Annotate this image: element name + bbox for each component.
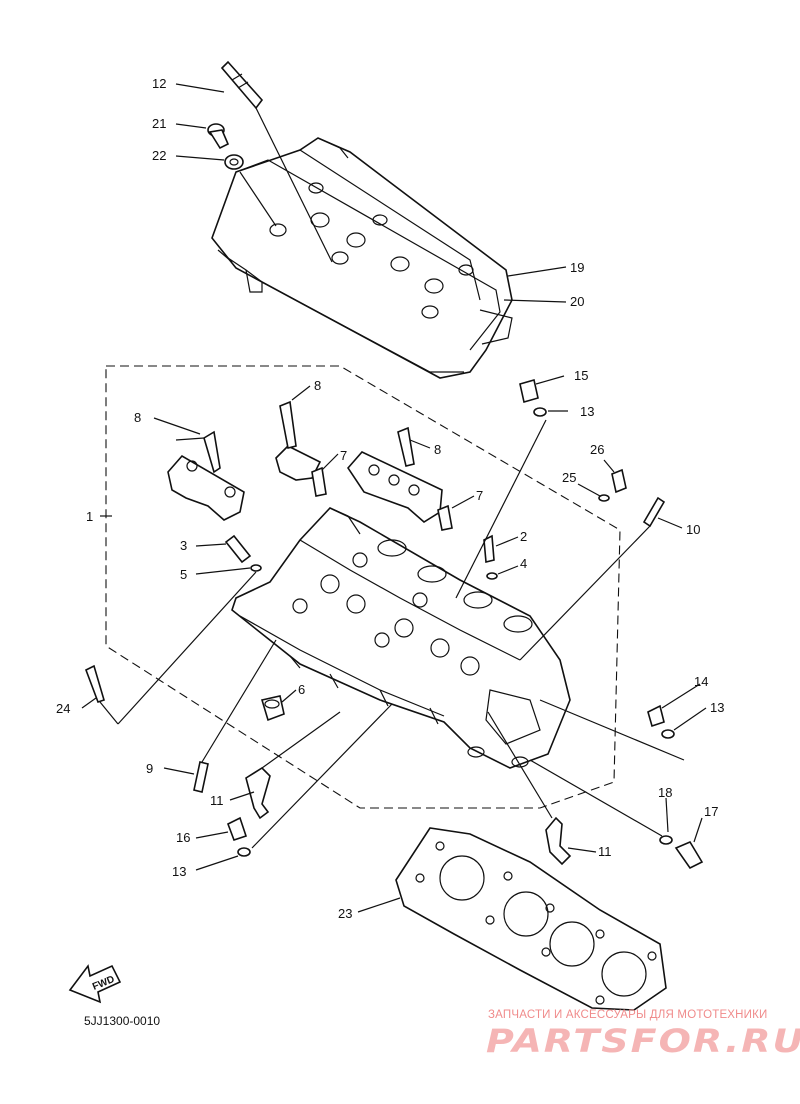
banjo-bolt bbox=[598, 468, 627, 502]
callout-7-right: 7 bbox=[476, 488, 483, 503]
callout-14: 14 bbox=[694, 674, 708, 689]
dowel-pin-right bbox=[539, 699, 685, 761]
spark-plug bbox=[220, 60, 333, 263]
water-fitting-left bbox=[245, 711, 341, 820]
callout-25: 25 bbox=[562, 470, 576, 485]
callout-8-left: 8 bbox=[134, 410, 141, 425]
head-assembly-boundary bbox=[105, 365, 621, 809]
lower-stud bbox=[193, 639, 277, 793]
callout-11-right: 11 bbox=[598, 844, 612, 859]
dowel-pin-bottom bbox=[226, 703, 393, 857]
callout-22: 22 bbox=[152, 148, 166, 163]
callout-23: 23 bbox=[338, 906, 352, 921]
callout-8-right: 8 bbox=[434, 442, 441, 457]
callout-numbers: 12 21 22 19 20 1 8 8 8 7 7 3 5 2 4 6 15 … bbox=[56, 76, 724, 921]
head-cap bbox=[260, 695, 285, 722]
fwd-arrow-icon: FWD bbox=[68, 964, 122, 1004]
cylinder-head-cover bbox=[211, 137, 513, 379]
cover-grommet bbox=[224, 154, 277, 227]
callout-16: 16 bbox=[176, 830, 190, 845]
callout-17: 17 bbox=[704, 804, 718, 819]
watermark-brand: PARTSFOR.RU bbox=[486, 1022, 800, 1060]
camshaft-cap-middle bbox=[275, 400, 327, 497]
callout-13-bottom: 13 bbox=[172, 864, 186, 879]
callout-1: 1 bbox=[86, 509, 93, 524]
cover-bolt bbox=[207, 123, 230, 150]
oil-stud bbox=[224, 534, 262, 572]
callout-18: 18 bbox=[658, 785, 672, 800]
callout-24: 24 bbox=[56, 701, 70, 716]
callout-5: 5 bbox=[180, 567, 187, 582]
camshaft-cap-right bbox=[346, 426, 453, 531]
callout-7-middle: 7 bbox=[340, 448, 347, 463]
callout-11-left: 11 bbox=[210, 793, 224, 808]
callout-13-top: 13 bbox=[580, 404, 594, 419]
callout-9: 9 bbox=[146, 761, 153, 776]
callout-19: 19 bbox=[570, 260, 584, 275]
callout-4: 4 bbox=[520, 556, 527, 571]
dowel-pin-top bbox=[455, 378, 547, 599]
callout-12: 12 bbox=[152, 76, 166, 91]
head-gasket bbox=[395, 827, 667, 1011]
plug bbox=[483, 534, 498, 580]
callout-15: 15 bbox=[574, 368, 588, 383]
long-stud bbox=[519, 496, 666, 661]
callout-2: 2 bbox=[520, 529, 527, 544]
watermark-tagline: ЗАПЧАСТИ И АКСЕССУАРЫ ДЛЯ МОТОТЕХНИКИ bbox=[488, 1009, 768, 1021]
callout-8-middle: 8 bbox=[314, 378, 321, 393]
camshaft-cap-left bbox=[167, 430, 245, 521]
callout-21: 21 bbox=[152, 116, 166, 131]
leader-lines bbox=[81, 83, 707, 913]
callout-13-right: 13 bbox=[710, 700, 724, 715]
cylinder-head bbox=[231, 507, 571, 769]
callout-3: 3 bbox=[180, 538, 187, 553]
part-code-label: 5JJ1300-0010 bbox=[84, 1014, 161, 1028]
gasket-bolt bbox=[529, 759, 704, 870]
callout-20: 20 bbox=[570, 294, 584, 309]
callout-10: 10 bbox=[686, 522, 700, 537]
callout-26: 26 bbox=[590, 442, 604, 457]
side-bolt bbox=[84, 571, 257, 725]
water-fitting-right bbox=[487, 711, 572, 866]
callout-6: 6 bbox=[298, 682, 305, 697]
